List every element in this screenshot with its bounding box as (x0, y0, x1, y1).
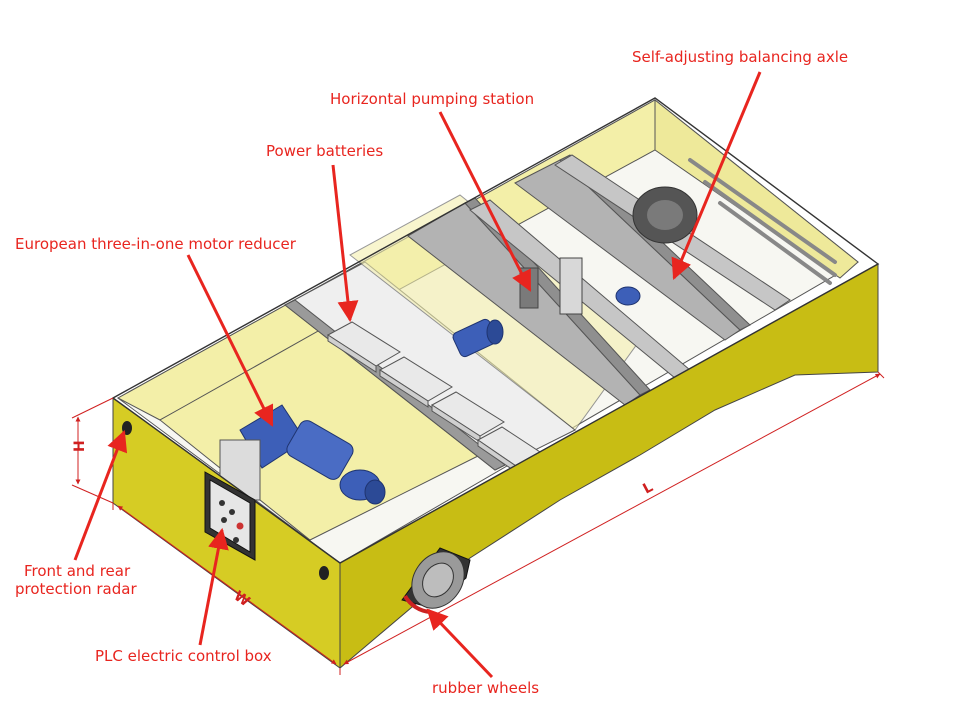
arrow-wheels (426, 608, 494, 679)
back-wall-right (654, 98, 859, 279)
axle-motor (615, 286, 641, 306)
radar-sensor-rear (319, 566, 329, 580)
dim-L-label: L (640, 479, 655, 497)
dim-W (112, 503, 341, 675)
callout-motor: European three-in-one motor reducer (15, 235, 296, 253)
wall-slot-1 (688, 158, 837, 264)
callout-plc: PLC electric control box (95, 647, 272, 665)
callout-radar-line2: protection radar (15, 580, 137, 598)
axle-wheel-inner (647, 200, 683, 230)
callout-batteries: Power batteries (266, 142, 384, 160)
pump-motor (452, 318, 504, 358)
arrow-batteries (331, 164, 359, 323)
callout-axle: Self-adjusting balancing axle (632, 48, 849, 66)
wall-slot-3 (718, 201, 832, 285)
arrow-axle (671, 71, 762, 280)
callout-pump: Horizontal pumping station (330, 90, 535, 108)
dim-H-label: H (72, 440, 88, 452)
callout-radar-line1: Front and rear (24, 562, 131, 580)
arrow-plc (198, 527, 229, 646)
dim-H (71, 397, 114, 504)
arrow-pump (438, 111, 532, 292)
arrow-radar (73, 430, 128, 561)
battery-pack-1 (327, 321, 401, 373)
callout-wheels: rubber wheels (432, 679, 540, 697)
wall-slot-2 (703, 180, 837, 277)
arrow-motor (186, 254, 274, 427)
dim-W-label: W (231, 588, 253, 610)
